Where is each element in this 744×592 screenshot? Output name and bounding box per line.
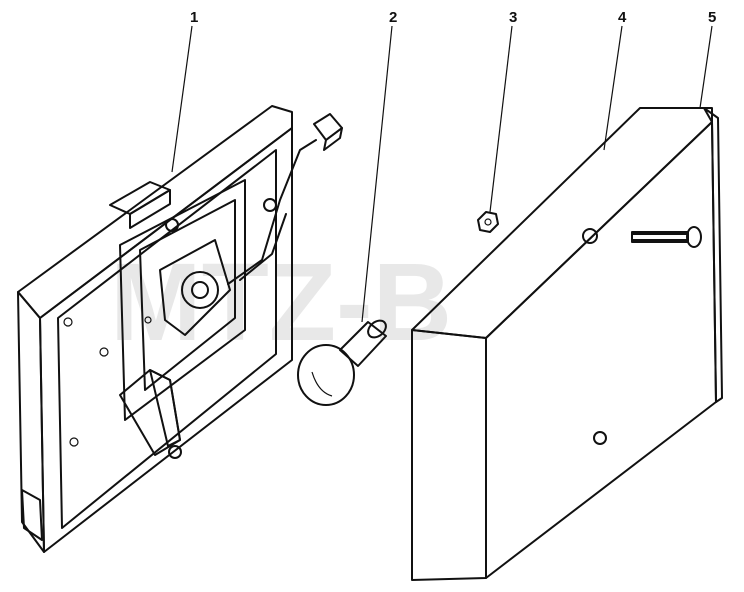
diffuser-lens <box>411 107 723 581</box>
leader-line-1 <box>171 25 193 173</box>
watermark-text: MTZ-B <box>110 241 452 364</box>
callout-2: 2 <box>389 9 397 26</box>
lamp-housing <box>17 105 343 553</box>
leader-line-2 <box>361 25 393 323</box>
leader-line-4 <box>603 25 623 151</box>
callout-1: 1 <box>190 9 198 26</box>
bulb <box>297 319 387 406</box>
callout-4: 4 <box>618 9 627 26</box>
nut <box>477 211 499 233</box>
callout-3: 3 <box>509 9 517 26</box>
screw <box>631 226 702 248</box>
leader-lines <box>171 25 713 323</box>
leader-line-3 <box>489 25 513 213</box>
leader-line-5 <box>699 25 713 109</box>
callout-5: 5 <box>708 9 716 26</box>
